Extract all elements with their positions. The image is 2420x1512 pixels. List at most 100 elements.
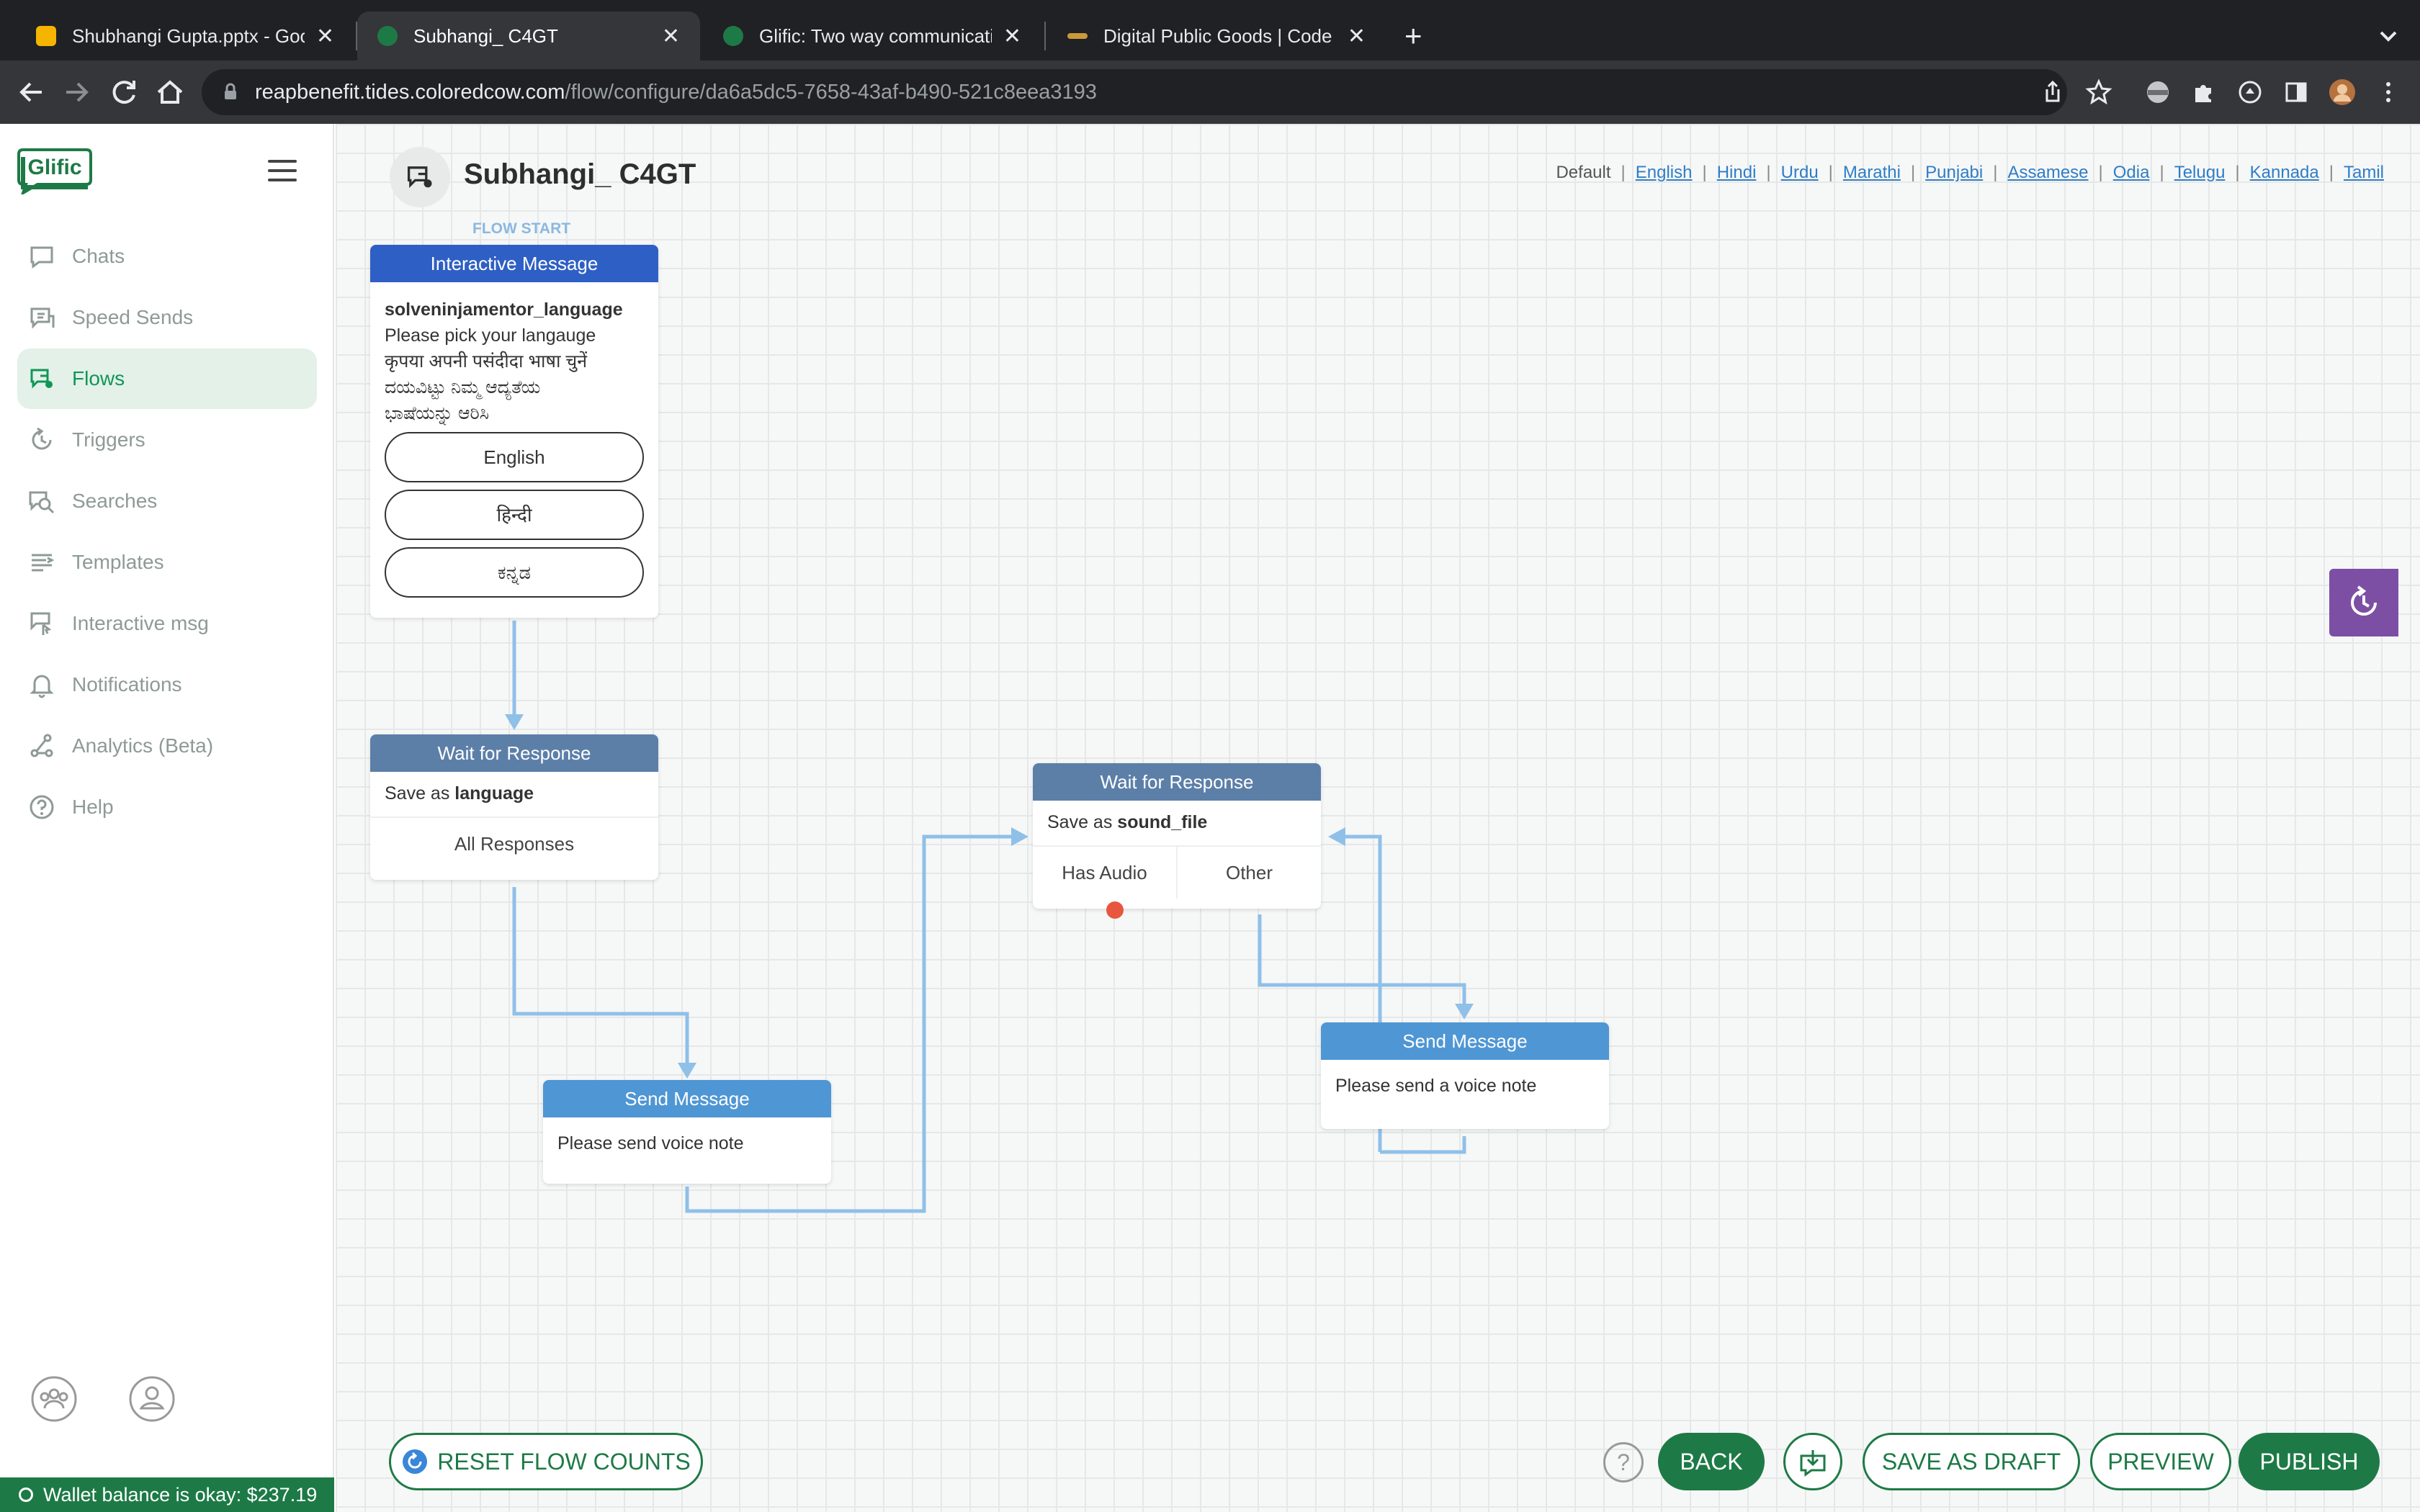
- quick-reply-hindi[interactable]: हिन्दी: [385, 490, 644, 540]
- sidebar-item-flows[interactable]: Flows: [17, 348, 317, 409]
- tab-title: Digital Public Goods | Code for: [1103, 24, 1336, 47]
- wait-for-response-node[interactable]: Wait for Response Save as language All R…: [370, 734, 658, 880]
- browser-tab-glific[interactable]: Glific: Two way communication ✕: [703, 12, 1041, 60]
- browser-tab-flow[interactable]: Subhangi_ C4GT ✕: [357, 12, 700, 60]
- browser-tab-strip: Shubhangi Gupta.pptx - Googl ✕ Subhangi_…: [0, 0, 2420, 60]
- close-icon[interactable]: ✕: [315, 24, 334, 48]
- node-header[interactable]: Interactive Message: [370, 245, 658, 282]
- sidebar-item-notifications[interactable]: Notifications: [17, 654, 317, 715]
- exit-other[interactable]: Other: [1176, 847, 1321, 899]
- dpg-favicon-icon: [1067, 33, 1088, 39]
- unconnected-exit-dot[interactable]: [1106, 901, 1124, 919]
- exit-has-audio[interactable]: Has Audio: [1062, 861, 1147, 883]
- forward-arrow-icon[interactable]: [59, 75, 94, 109]
- quick-reply-english[interactable]: English: [385, 432, 644, 482]
- save-as-draft-button[interactable]: SAVE AS DRAFT: [1863, 1433, 2080, 1490]
- sidebar-item-analytics[interactable]: Analytics (Beta): [17, 716, 317, 776]
- language-link-odia[interactable]: Odia: [2112, 163, 2150, 182]
- extension-sync-icon[interactable]: [2236, 78, 2264, 107]
- new-tab-plus-icon[interactable]: +: [1404, 19, 1422, 53]
- language-default[interactable]: Default: [1556, 163, 1611, 182]
- sidebar-item-label: Flows: [72, 367, 125, 390]
- wait-for-response-node-audio[interactable]: Wait for Response Save as sound_file Has…: [1033, 763, 1321, 909]
- check-circle-icon: [19, 1488, 33, 1502]
- sidebar-item-chats[interactable]: Chats: [17, 226, 317, 287]
- close-icon[interactable]: ✕: [661, 24, 680, 48]
- language-link-telugu[interactable]: Telugu: [2174, 163, 2226, 182]
- browser-tab-slides[interactable]: Shubhangi Gupta.pptx - Googl ✕: [16, 12, 354, 60]
- tab-title: Shubhangi Gupta.pptx - Googl: [72, 24, 305, 47]
- publish-button[interactable]: PUBLISH: [2238, 1433, 2380, 1490]
- sidebar-item-label: Analytics (Beta): [72, 734, 214, 757]
- reload-icon[interactable]: [107, 75, 141, 109]
- save-as-variable: language: [454, 783, 534, 804]
- language-link-urdu[interactable]: Urdu: [1780, 163, 1819, 182]
- sidebar-item-label: Triggers: [72, 428, 145, 451]
- analytics-icon: [30, 734, 53, 757]
- save-as-variable: sound_file: [1117, 812, 1208, 832]
- extension-globe-icon[interactable]: [2143, 78, 2172, 107]
- reset-flow-counts-button[interactable]: RESET FLOW COUNTS: [389, 1433, 703, 1490]
- interactive-message-line: Please pick your langauge: [385, 325, 596, 346]
- help-icon: [30, 795, 54, 819]
- node-header[interactable]: Wait for Response: [1033, 763, 1321, 801]
- revision-history-button[interactable]: [2329, 569, 2398, 636]
- language-link-assamese[interactable]: Assamese: [2007, 163, 2089, 182]
- sidebar-item-speed-sends[interactable]: Speed Sends: [17, 287, 317, 348]
- flow-start-label: FLOW START: [472, 220, 571, 237]
- back-button[interactable]: BACK: [1658, 1433, 1765, 1490]
- speed-send-icon: [30, 307, 55, 329]
- close-icon[interactable]: ✕: [1003, 24, 1021, 48]
- preview-button[interactable]: PREVIEW: [2090, 1433, 2231, 1490]
- sidebar-item-searches[interactable]: Searches: [17, 471, 317, 531]
- hamburger-menu-icon[interactable]: [268, 160, 297, 183]
- extensions-puzzle-icon[interactable]: [2190, 78, 2218, 107]
- back-arrow-icon[interactable]: [14, 75, 49, 109]
- user-profile-icon[interactable]: [128, 1375, 176, 1423]
- bookmark-star-icon[interactable]: [2084, 78, 2113, 107]
- sidebar-item-label: Notifications: [72, 673, 182, 696]
- address-bar[interactable]: reapbenefit.tides.coloredcow.com/flow/co…: [202, 69, 2067, 115]
- node-header[interactable]: Wait for Response: [370, 734, 658, 772]
- side-panel-icon[interactable]: [2282, 78, 2311, 107]
- send-message-text: Please send voice note: [557, 1133, 744, 1153]
- close-icon[interactable]: ✕: [1347, 24, 1366, 48]
- language-link-marathi[interactable]: Marathi: [1842, 163, 1901, 182]
- share-icon[interactable]: [2038, 78, 2067, 107]
- send-message-node[interactable]: Send Message Please send voice note: [543, 1080, 831, 1184]
- interactive-message-name: solveninjamentor_language: [385, 300, 623, 320]
- node-header[interactable]: Send Message: [1321, 1022, 1609, 1060]
- language-link-hindi[interactable]: Hindi: [1716, 163, 1757, 182]
- glific-logo[interactable]: Glific: [16, 147, 94, 194]
- url-host: reapbenefit.tides.coloredcow.com: [255, 80, 565, 104]
- tab-title: Subhangi_ C4GT: [413, 24, 558, 47]
- interactive-message-line: ದಯವಿಟ್ಟು ನಿಮ್ಮ ಆದ್ಯತೆಯ: [385, 377, 541, 397]
- download-icon: [1800, 1450, 1826, 1477]
- language-link-tamil[interactable]: Tamil: [2343, 163, 2384, 182]
- sidebar-item-help[interactable]: Help: [17, 777, 317, 837]
- browser-menu-icon[interactable]: [2374, 78, 2403, 107]
- flow-header-icon: [390, 147, 450, 207]
- history-icon: [2351, 585, 2377, 616]
- home-icon[interactable]: [153, 75, 187, 109]
- tab-search-chevron-icon[interactable]: [2374, 22, 2403, 50]
- export-flow-button[interactable]: [1783, 1433, 1842, 1490]
- profile-avatar-icon[interactable]: [2328, 78, 2357, 107]
- sidebar-item-triggers[interactable]: Triggers: [17, 410, 317, 470]
- node-header[interactable]: Send Message: [543, 1080, 831, 1117]
- organization-avatar-icon[interactable]: [30, 1375, 78, 1423]
- exit-all-responses[interactable]: All Responses: [454, 832, 575, 855]
- flow-canvas[interactable]: [336, 124, 2420, 1512]
- language-link-english[interactable]: English: [1635, 163, 1693, 182]
- sidebar-item-templates[interactable]: Templates: [17, 532, 317, 593]
- interactive-message-line: कृपया अपनी पसंदीदा भाषा चुनें: [385, 351, 588, 372]
- sidebar-item-interactive-msg[interactable]: Interactive msg: [17, 593, 317, 654]
- help-question-icon[interactable]: ?: [1603, 1442, 1644, 1482]
- language-link-punjabi[interactable]: Punjabi: [1925, 163, 1984, 182]
- language-link-kannada[interactable]: Kannada: [2249, 163, 2319, 182]
- quick-reply-kannada[interactable]: ಕನ್ನಡ: [385, 547, 644, 598]
- interactive-message-node[interactable]: Interactive Message solveninjamentor_lan…: [370, 245, 658, 618]
- lock-icon[interactable]: [220, 82, 241, 102]
- browser-tab-dpg[interactable]: Digital Public Goods | Code for ✕: [1047, 12, 1386, 60]
- send-message-node-voice[interactable]: Send Message Please send a voice note: [1321, 1022, 1609, 1129]
